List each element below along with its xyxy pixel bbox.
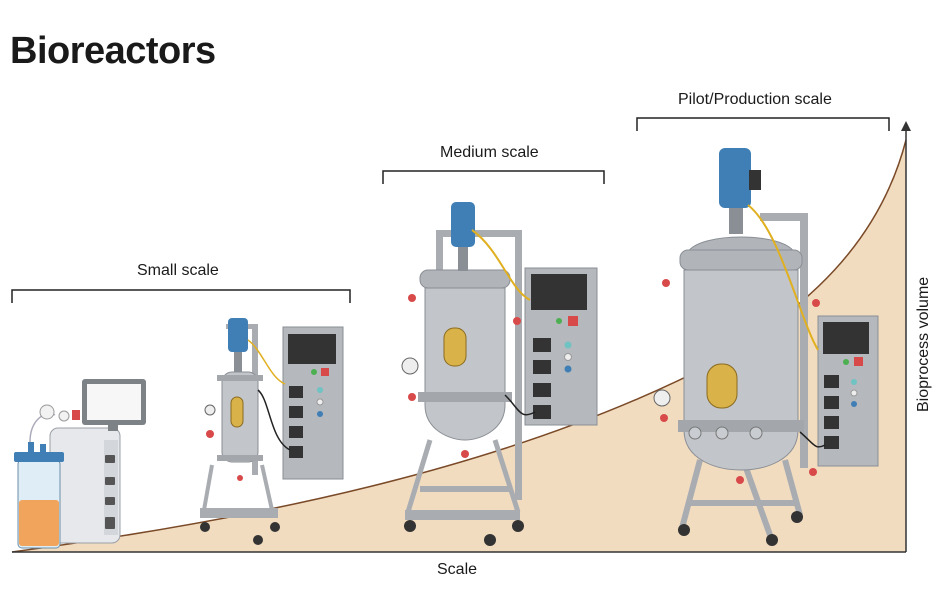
x-axis-label: Scale bbox=[437, 561, 478, 578]
production-bioreactor bbox=[653, 148, 879, 546]
growth-curve-line bbox=[11, 139, 907, 553]
medium-scale-label: Medium scale bbox=[440, 144, 539, 161]
y-axis-arrowhead bbox=[901, 121, 911, 131]
pilot-production-scale-label: Pilot/Production scale bbox=[678, 91, 832, 108]
page-title: Bioreactors bbox=[10, 30, 216, 72]
growth-curve-area bbox=[12, 140, 906, 552]
medium-bioreactor bbox=[401, 202, 598, 546]
small-cart-bioreactor bbox=[200, 318, 344, 545]
bracket-pilot-scale bbox=[636, 117, 890, 131]
benchtop-bioreactor bbox=[14, 379, 146, 549]
bracket-medium-scale bbox=[382, 170, 605, 184]
small-scale-label: Small scale bbox=[137, 262, 219, 279]
bracket-small-scale bbox=[11, 289, 351, 303]
y-axis-label: Bioprocess volume bbox=[915, 276, 932, 412]
